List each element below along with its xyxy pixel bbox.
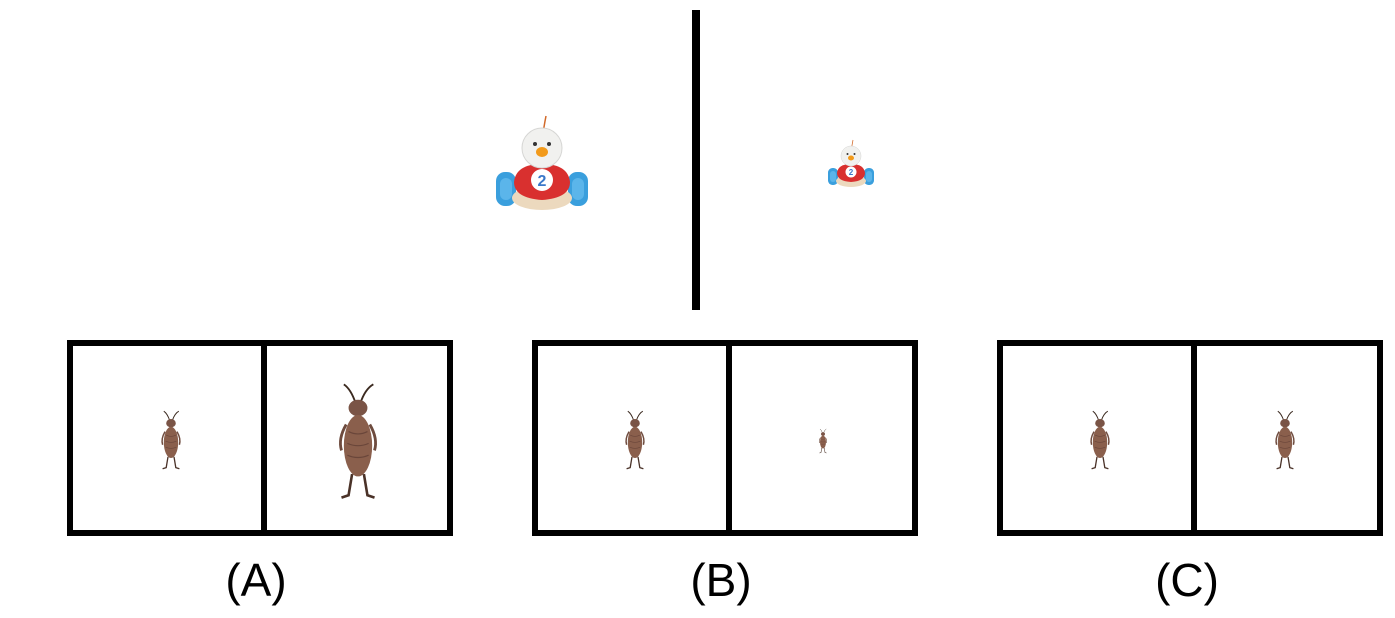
option-b-label: (B): [690, 554, 752, 606]
option-c-panel[interactable]: [997, 340, 1383, 536]
option-a-left-cockroach-image: [159, 410, 183, 470]
option-b-right-cockroach-image: [818, 428, 828, 454]
option-b-divider: [726, 346, 732, 530]
toy-car-chick-large-image: [494, 112, 590, 212]
reference-divider: [692, 10, 700, 310]
toy-car-chick-small-image: [826, 138, 876, 188]
option-b-left-cockroach-image: [623, 410, 647, 470]
option-c-left-cockroach-image: [1088, 410, 1112, 470]
option-a-panel[interactable]: [67, 340, 453, 536]
option-a-divider: [261, 346, 267, 530]
option-a-label: (A): [225, 554, 287, 606]
option-c-label: (C): [1155, 554, 1219, 606]
option-b-panel[interactable]: [532, 340, 918, 536]
option-c-divider: [1191, 346, 1197, 530]
option-a-right-cockroach-image: [334, 382, 382, 500]
option-c-right-cockroach-image: [1273, 410, 1297, 470]
